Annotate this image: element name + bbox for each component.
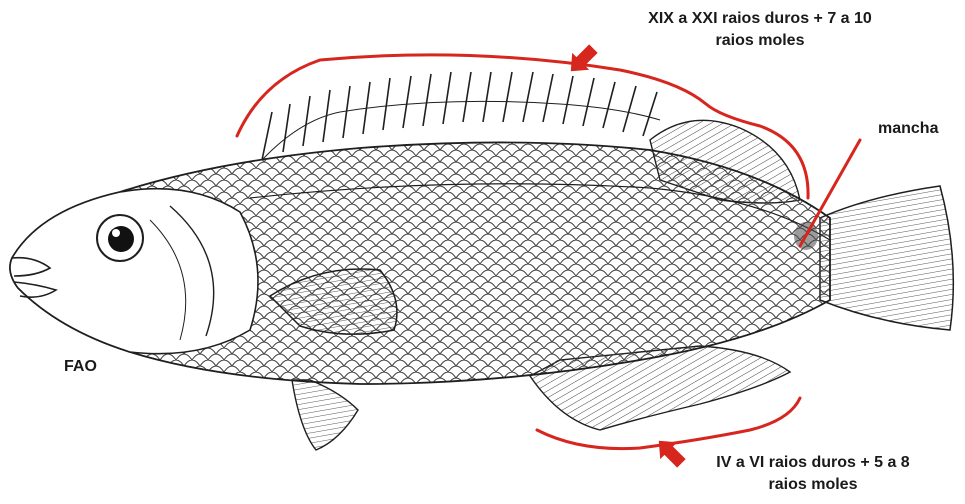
credit-label: FAO [64, 356, 97, 378]
spot-label: mancha [878, 118, 938, 140]
dorsal-fin-label-line1: XIX a XXI raios duros + 7 a 10 [590, 8, 930, 30]
dorsal-fin-label-line2: raios moles [590, 30, 930, 52]
anal-fin-label: IV a VI raios duros + 5 a 8 raios moles [668, 452, 958, 496]
pelvic-fin [292, 380, 358, 450]
dorsal-fin-label: XIX a XXI raios duros + 7 a 10 raios mol… [590, 8, 930, 52]
anal-fin-label-line2: raios moles [668, 474, 958, 496]
eye-icon [97, 215, 143, 261]
caudal-fin [820, 186, 953, 330]
anal-fin-label-line1: IV a VI raios duros + 5 a 8 [668, 452, 958, 474]
fish-head [10, 189, 258, 354]
